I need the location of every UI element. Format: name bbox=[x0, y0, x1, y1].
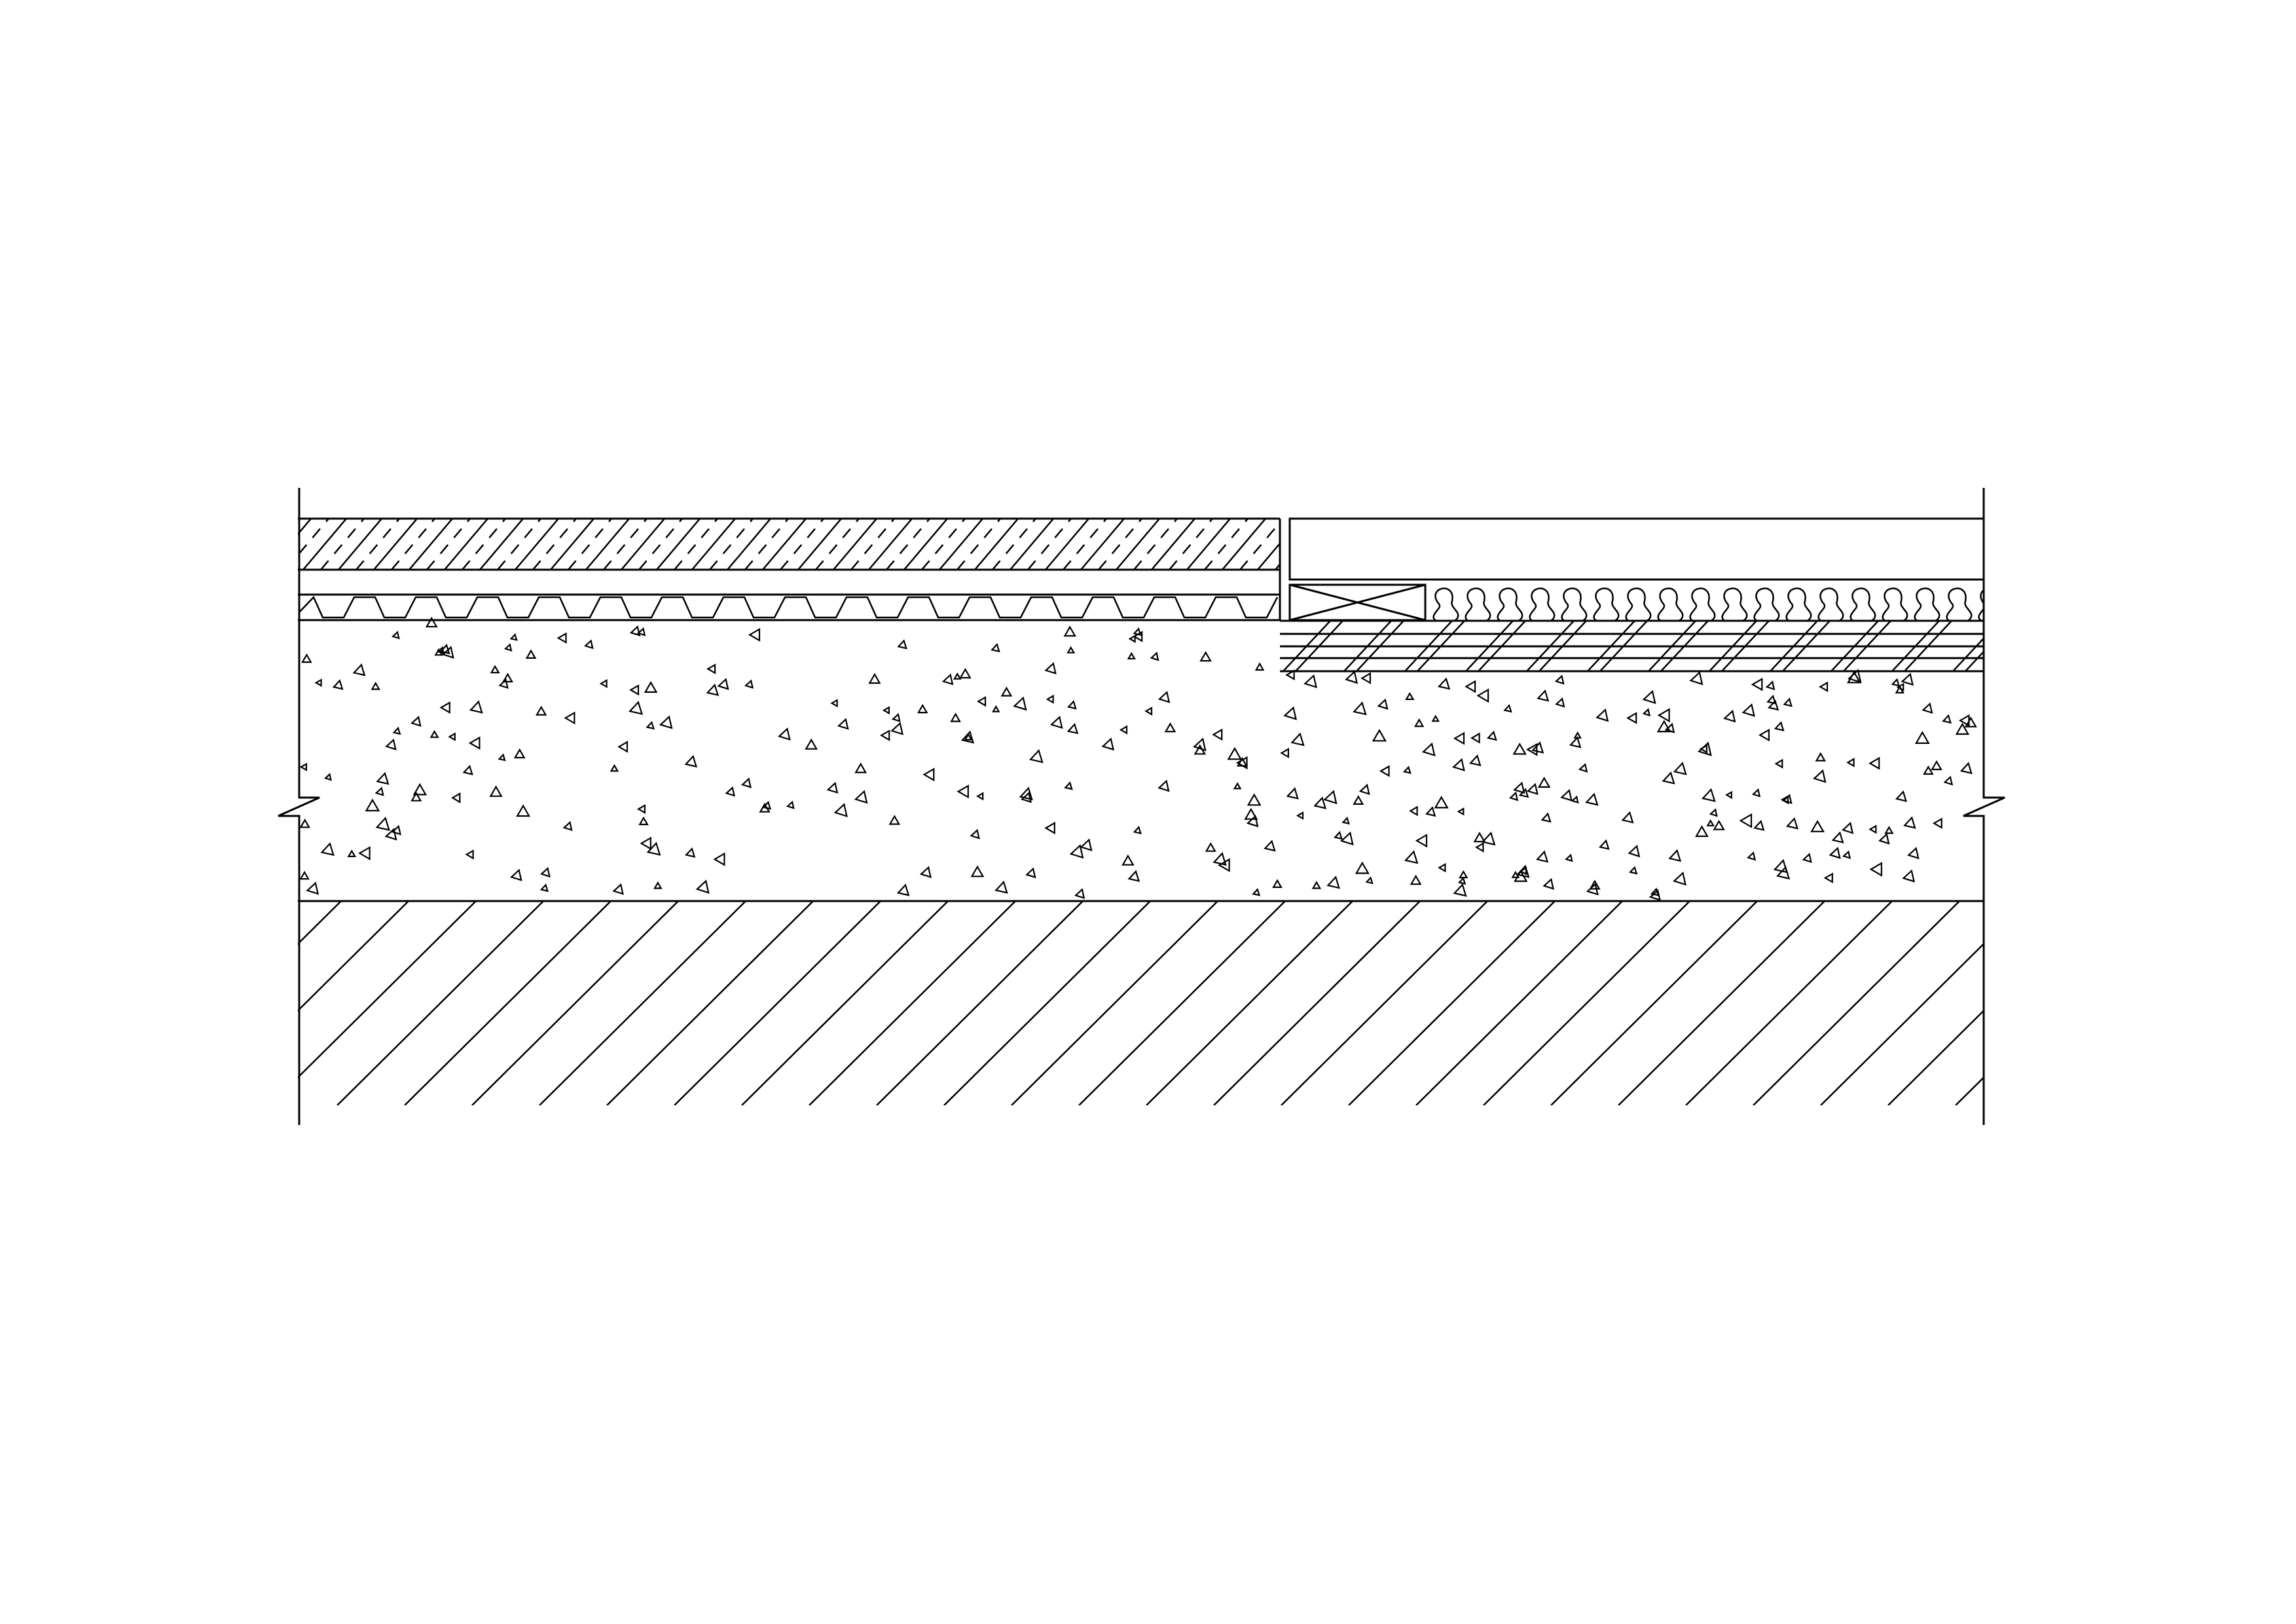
screed-slab-layer bbox=[1280, 619, 1984, 673]
tile-finish-layer bbox=[298, 517, 1281, 621]
right-edge-break-mark bbox=[1963, 488, 2005, 1125]
timber-batten bbox=[1288, 583, 1427, 621]
insulation-layer bbox=[1432, 587, 1984, 620]
outline-walls bbox=[278, 488, 2005, 1125]
ground-layer bbox=[298, 900, 1984, 1105]
left-edge-break-mark bbox=[278, 488, 320, 1125]
floor-board-layer bbox=[1288, 517, 1985, 581]
profiled-deck-layer bbox=[298, 593, 1280, 621]
concrete-aggregate bbox=[299, 616, 1977, 901]
